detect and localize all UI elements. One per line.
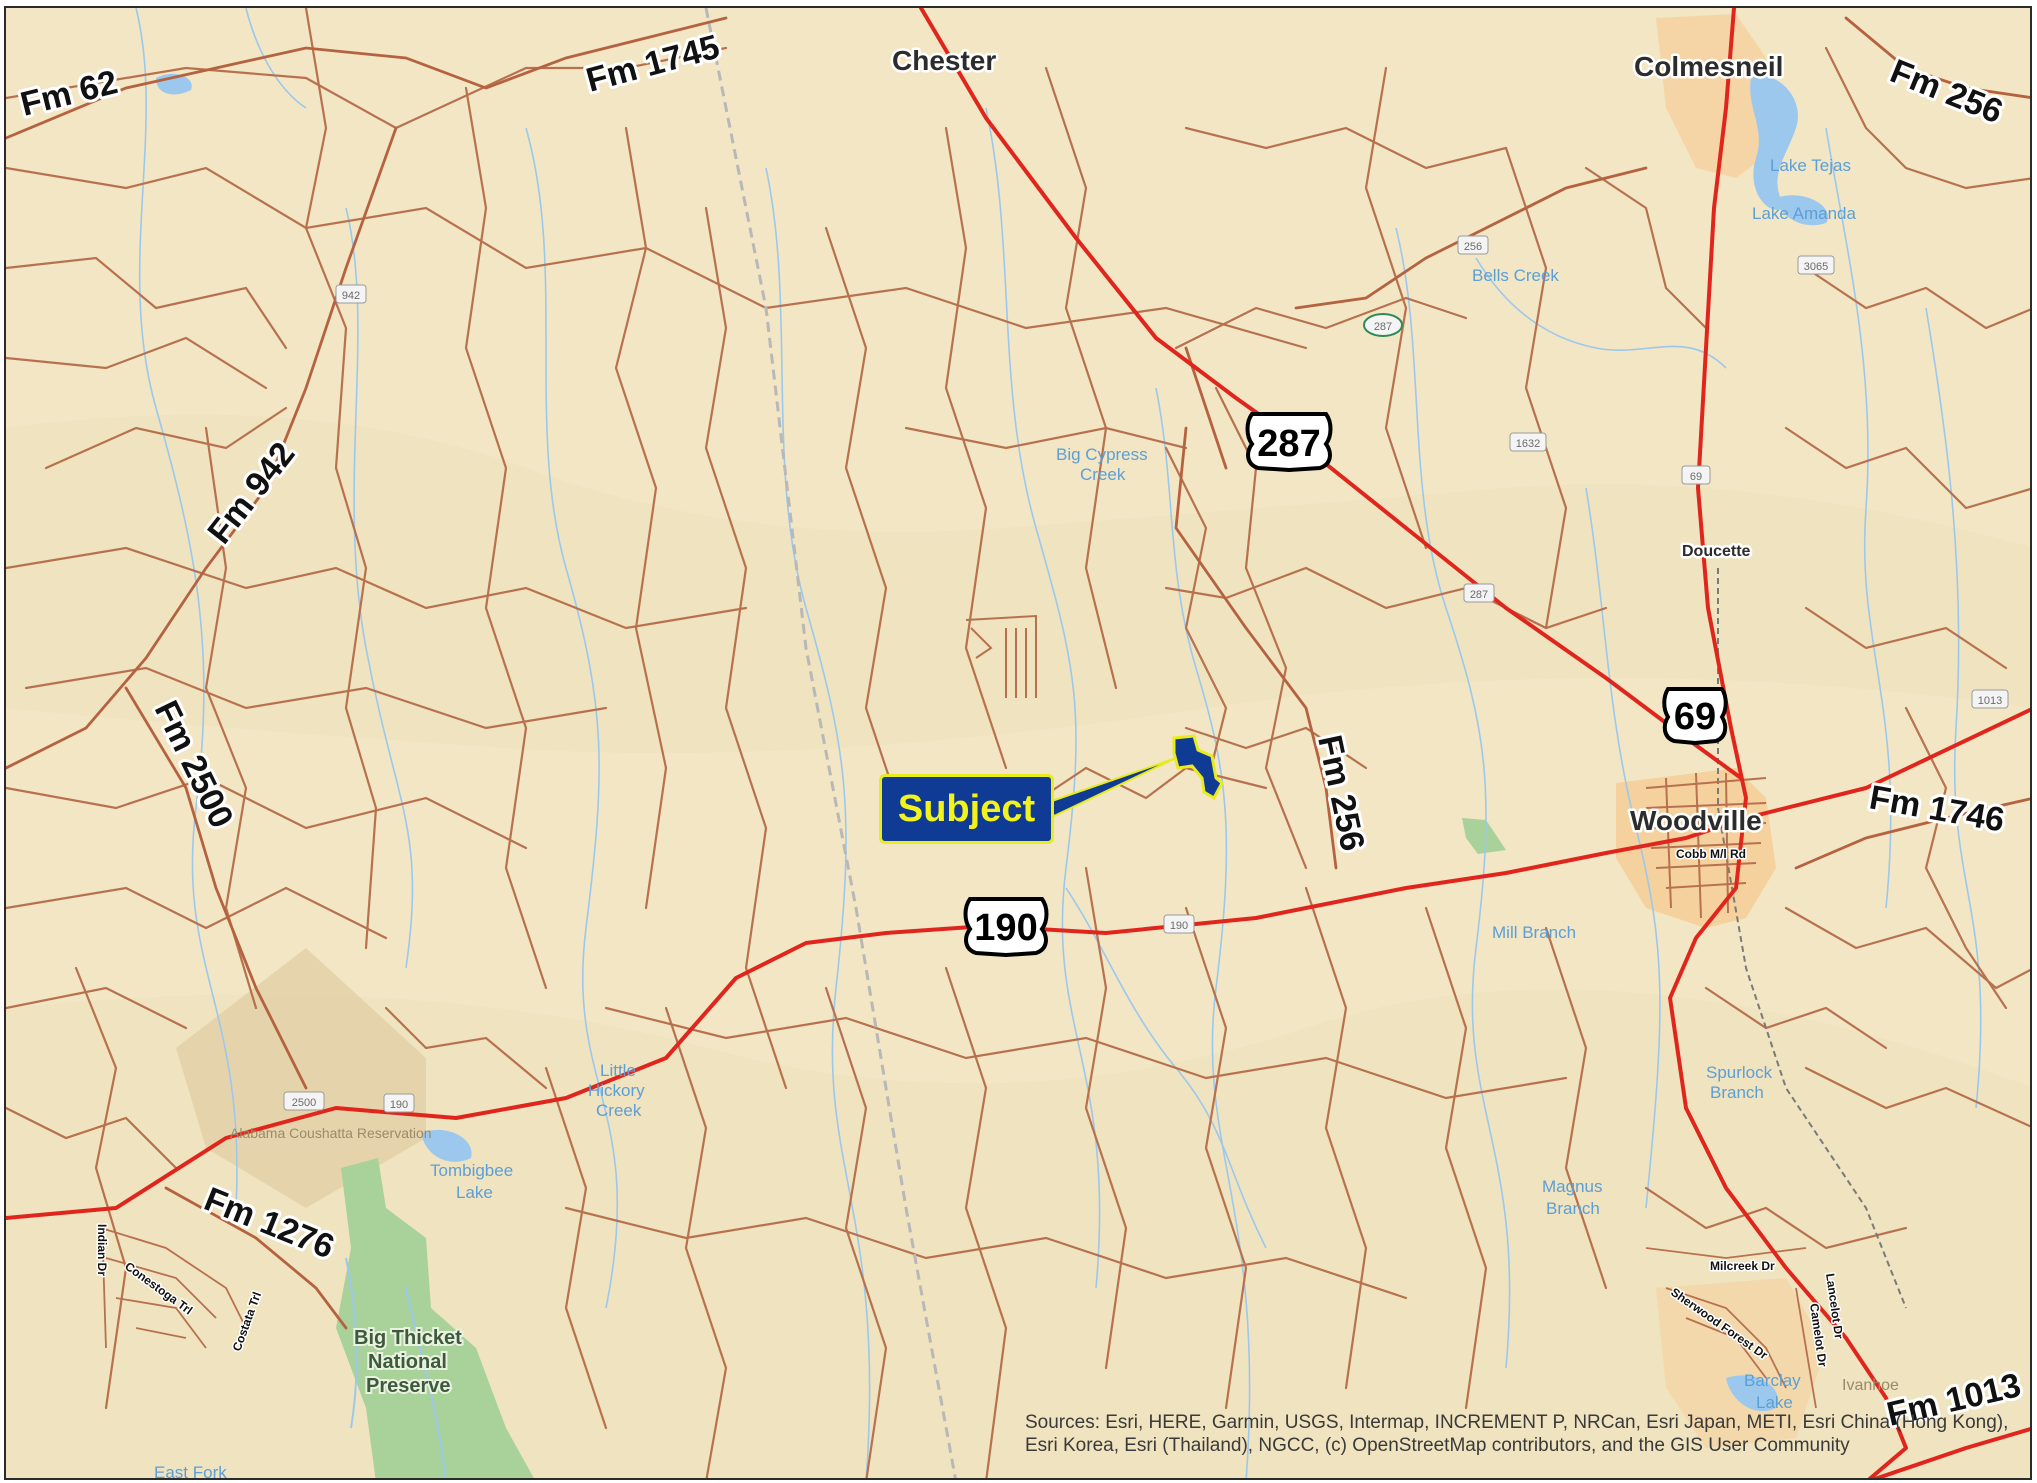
- svg-text:3065: 3065: [1804, 261, 1828, 273]
- park-label-1: Big Thicket: [354, 1327, 462, 1349]
- map-canvas[interactable]: 256 287 942 1632 3065 69 287 2500 190 19…: [4, 6, 2032, 1480]
- park-label-3: Preserve: [366, 1375, 451, 1397]
- svg-text:190: 190: [390, 1099, 408, 1111]
- water-little-hickory-2: Hickory: [588, 1081, 645, 1100]
- water-big-cypress-1: Big Cypress: [1056, 445, 1148, 464]
- water-mill-branch: Mill Branch: [1492, 923, 1576, 942]
- water-little-hickory-1: Little: [600, 1061, 636, 1080]
- us-190-shield: 190: [963, 897, 1049, 958]
- terrain-shade: [6, 414, 2030, 753]
- map-svg[interactable]: 256 287 942 1632 3065 69 287 2500 190 19…: [6, 8, 2032, 1480]
- water-barclay-1: Barclay: [1744, 1371, 1801, 1390]
- street-milcreek-dr: Milcreek Dr: [1710, 1259, 1775, 1273]
- svg-text:2500: 2500: [292, 1097, 316, 1109]
- shield-1632: 1632: [1509, 432, 1547, 452]
- town-doucette: Doucette: [1682, 543, 1751, 560]
- subject-parcel[interactable]: [1172, 734, 1224, 801]
- svg-text:69: 69: [1674, 696, 1716, 738]
- map-attribution: Sources: Esri, HERE, Garmin, USGS, Inter…: [1025, 1412, 2009, 1456]
- subject-callout-label[interactable]: Subject: [879, 774, 1054, 844]
- ivanhoe-urban: [1656, 1278, 1826, 1448]
- streams: [135, 8, 1982, 1478]
- ranch-tract: [965, 614, 1037, 698]
- park-area: [336, 1158, 534, 1478]
- green-patch: [1462, 818, 1506, 854]
- svg-text:1013: 1013: [1978, 695, 2002, 707]
- shield-256: 256: [1457, 235, 1489, 255]
- shield-190-small-west: 190: [383, 1093, 415, 1113]
- water-lake-tejas: Lake Tejas: [1770, 156, 1851, 175]
- us-69-shield: 69: [1662, 687, 1728, 746]
- water-magnus-1: Magnus: [1542, 1177, 1602, 1196]
- shield-287-green: 287: [1363, 313, 1403, 337]
- tombigbee-lake-water: [421, 1129, 472, 1162]
- water-east-fork: East Fork: [154, 1463, 227, 1480]
- barclay-lake-water: [1726, 1375, 1778, 1412]
- water-tombigbee-1: Tombigbee: [430, 1161, 513, 1180]
- town-woodville: Woodville: [1630, 805, 1762, 836]
- street-indian-dr: Indian Dr: [95, 1224, 109, 1276]
- shield-2500: 2500: [283, 1091, 325, 1111]
- minor-roads: [6, 8, 2030, 1478]
- shield-942: 942: [335, 284, 367, 304]
- subdivision-west: [100, 1222, 247, 1349]
- us-287-shield: 287: [1245, 412, 1333, 473]
- lake-tejas-water: [1750, 76, 1798, 210]
- svg-text:190: 190: [974, 907, 1037, 949]
- svg-text:256: 256: [1464, 241, 1482, 253]
- town-colmesneil: Colmesneil: [1634, 51, 1783, 82]
- water-little-hickory-3: Creek: [596, 1101, 642, 1120]
- water-big-cypress-2: Creek: [1080, 465, 1126, 484]
- svg-text:69: 69: [1690, 471, 1702, 483]
- shield-1013-small: 1013: [1971, 689, 2009, 709]
- subdivision-east: [1645, 1247, 1817, 1409]
- water-lake-amanda: Lake Amanda: [1752, 204, 1857, 223]
- town-chester: Chester: [892, 45, 996, 76]
- shield-190-small-east: 190: [1163, 914, 1195, 934]
- street-cobb-mill-rd: Cobb M/l Rd: [1676, 847, 1746, 861]
- shield-287-small: 287: [1463, 583, 1495, 603]
- svg-text:190: 190: [1170, 920, 1188, 932]
- colmesneil-urban: [1656, 14, 1776, 178]
- park-streams: [345, 1257, 447, 1478]
- svg-text:942: 942: [342, 290, 360, 302]
- water-tombigbee-2: Lake: [456, 1183, 493, 1202]
- water-magnus-2: Branch: [1546, 1199, 1600, 1218]
- svg-text:287: 287: [1470, 589, 1488, 601]
- park-label-2: National: [368, 1351, 447, 1373]
- svg-text:1632: 1632: [1516, 438, 1540, 450]
- lake-amanda-water: [1776, 195, 1828, 226]
- small-route-shields: 256 287 942 1632 3065 69 287 2500 190 19…: [283, 235, 2009, 1113]
- terrain-shade-south: [6, 989, 2030, 1478]
- label-reservation: Alabama Coushatta Reservation: [230, 1125, 432, 1141]
- water-spurlock-2: Branch: [1710, 1083, 1764, 1102]
- railroad-east: [1717, 568, 1907, 1309]
- svg-text:287: 287: [1374, 321, 1392, 333]
- place-ivanhoe: Ivanhoe: [1842, 1377, 1899, 1394]
- shield-69-small: 69: [1681, 465, 1711, 485]
- shield-3065: 3065: [1797, 255, 1835, 275]
- water-bells-creek: Bells Creek: [1472, 266, 1559, 285]
- svg-text:287: 287: [1257, 423, 1320, 465]
- farm-roads: [6, 16, 2030, 1330]
- water-barclay-2: Lake: [1756, 1393, 1793, 1412]
- water-spurlock-1: Spurlock: [1706, 1063, 1773, 1082]
